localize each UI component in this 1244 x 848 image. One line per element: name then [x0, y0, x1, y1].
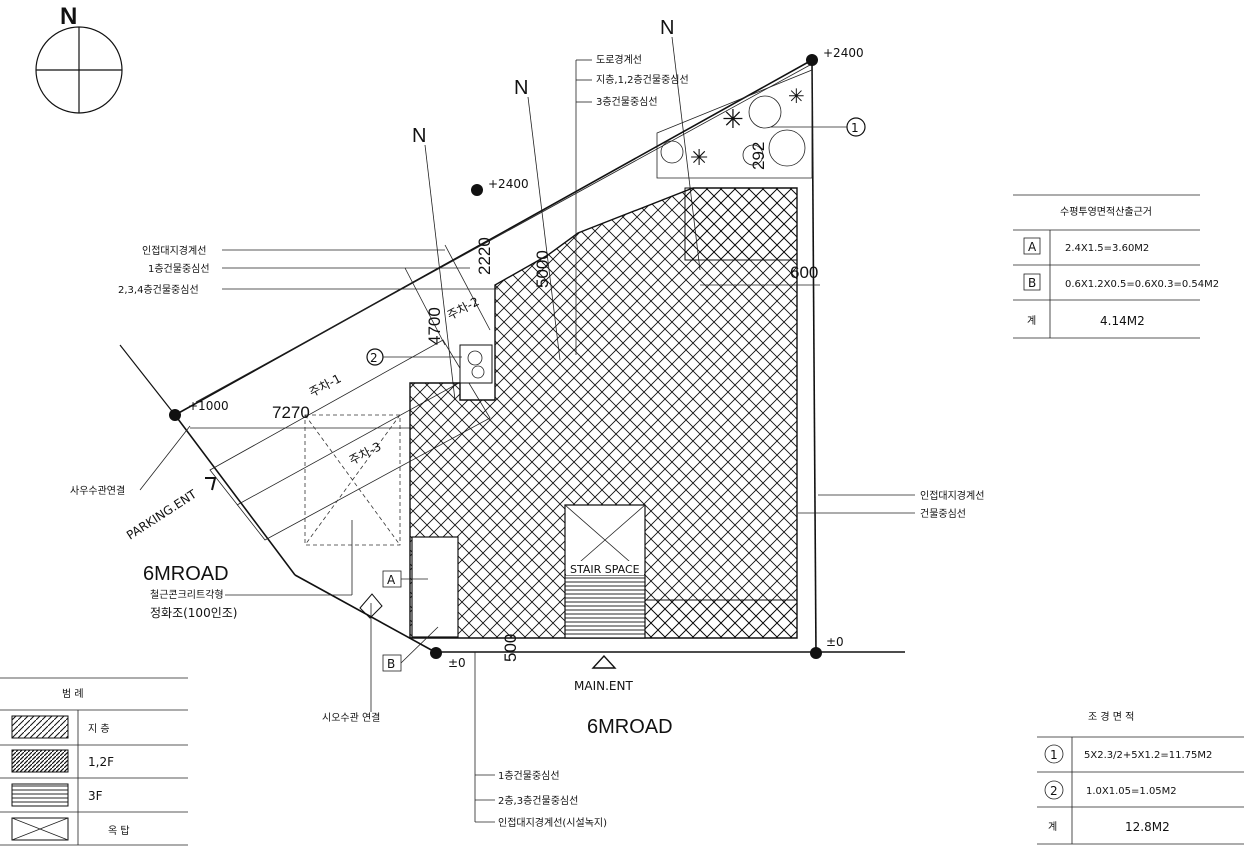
- stair-label: STAIR SPACE: [570, 563, 640, 576]
- elev-bottom-right: ±0: [826, 635, 844, 649]
- parking-ent-label: PARKING.ENT: [124, 487, 200, 543]
- callout-top-2: 지층,1,2층건물중심선: [596, 74, 689, 86]
- landscape-row-2-key: 2: [1050, 784, 1058, 798]
- callout-tank-1: 철근콘크리트각형: [150, 589, 224, 601]
- landscape-marker-2-group: 2: [366, 348, 462, 366]
- callout-bottom-3: 인접대지경계선(시설녹지): [498, 816, 607, 829]
- main-ent-label: MAIN.ENT: [574, 679, 633, 693]
- dim-500: 500: [501, 634, 520, 662]
- callout-right-2: 건물중심선: [920, 508, 966, 520]
- north-compass: N: [35, 3, 123, 114]
- callout-left-2: 1층건물중심선: [148, 263, 210, 275]
- landscape-total-key: 계: [1048, 821, 1057, 833]
- legend-swatch-12f: [11, 749, 69, 773]
- landscape-total-value: 12.8M2: [1125, 820, 1170, 834]
- callout-tank-2: 정화조(100인조): [150, 606, 237, 620]
- legend-swatch-3f: [11, 783, 69, 807]
- callout-top-1: 도로경계선: [596, 53, 642, 66]
- legend-label-12f: 1,2F: [88, 755, 114, 769]
- legend-swatch-basement: [11, 715, 69, 739]
- area-markers: A B: [382, 570, 439, 672]
- callout-top-3: 3층건물중심선: [596, 96, 658, 108]
- area-row-b-key: B: [1028, 276, 1036, 290]
- marker-a: A: [387, 573, 396, 587]
- callout-left-1: 인접대지경계선: [142, 244, 206, 257]
- elev-bottom-left: ±0: [448, 656, 466, 670]
- area-row-b-value: 0.6X1.2X0.5=0.6X0.3=0.54M2: [1065, 279, 1219, 290]
- legend-label-basement: 지 층: [88, 723, 110, 735]
- legend-label-rooftop: 옥 탑: [108, 825, 130, 837]
- building-footprint: STAIR SPACE: [409, 187, 798, 639]
- landscape-area-1: ✳ ✳ ✳ 1: [656, 69, 866, 179]
- landscape-table: 조 경 면 적 1 5X2.3/2+5X1.2=11.75M2 2 1.0X1.…: [1037, 710, 1244, 845]
- elev-left-edge: +1000: [188, 399, 229, 413]
- landscape-row-1-key: 1: [1050, 748, 1058, 762]
- area-row-a-value: 2.4X1.5=3.60M2: [1065, 243, 1149, 254]
- elevation-marks: +2400 +2400 +1000 ±0 ±0: [169, 46, 864, 670]
- parking-ent-arrow-icon: [205, 477, 217, 491]
- road-bottom-label: 6MROAD: [587, 716, 673, 738]
- landscape-row-1-value: 5X2.3/2+5X1.2=11.75M2: [1084, 750, 1212, 761]
- dim-292: 292: [749, 142, 768, 170]
- area-table: 수평투영면적산출근거 A 2.4X1.5=3.60M2 B 0.6X1.2X0.…: [1013, 194, 1219, 339]
- road-left-label: 6MROAD: [143, 563, 229, 585]
- landscape-row-2-value: 1.0X1.05=1.05M2: [1086, 786, 1177, 797]
- marker-b: B: [387, 657, 395, 671]
- area-total-key: 계: [1027, 315, 1036, 327]
- area-table-title: 수평투영면적산출근거: [1060, 206, 1152, 218]
- area-total-value: 4.14M2: [1100, 314, 1145, 328]
- elev-top-right: +2400: [823, 46, 864, 60]
- dim-600: 600: [790, 263, 818, 282]
- north-label: N: [60, 3, 77, 30]
- legend: 범 례 지 층 1,2F 3F 옥 탑: [0, 677, 188, 846]
- callout-bottom-2: 2층,3층건물중심선: [498, 795, 578, 807]
- landscape-marker-2: 2: [370, 351, 378, 365]
- site-boundary: [119, 59, 905, 656]
- elev-top-left: +2400: [488, 177, 529, 191]
- shrub-icon-3: ✳: [690, 146, 708, 171]
- area-row-a-key: A: [1028, 240, 1037, 254]
- legend-title: 범 례: [62, 688, 84, 700]
- parking-1-label: 주차-1: [307, 371, 344, 399]
- dim-4700: 4700: [425, 307, 444, 345]
- septic-tank-icon: [359, 593, 383, 619]
- callout-left-3: 2,3,4층건물중심선: [118, 284, 199, 296]
- leader-lines: [139, 59, 915, 823]
- dim-2220: 2220: [475, 237, 494, 275]
- landscape-table-title: 조 경 면 적: [1088, 710, 1134, 723]
- shrub-icon-2: ✳: [788, 84, 805, 108]
- north-label-1: N: [412, 125, 426, 147]
- callout-sewer-2: 시오수관 연결: [322, 712, 380, 724]
- callout-right-1: 인접대지경계선: [920, 489, 984, 502]
- dim-5000: 5000: [533, 250, 552, 288]
- north-label-2: N: [514, 77, 528, 99]
- north-label-3: N: [660, 17, 674, 39]
- parking-3-label: 주차-3: [347, 439, 384, 467]
- callout-texts: 도로경계선 지층,1,2층건물중심선 3층건물중심선 인접대지경계선 1층건물중…: [70, 53, 984, 829]
- legend-label-3f: 3F: [88, 789, 103, 803]
- shrub-icon-1: ✳: [722, 105, 744, 135]
- main-ent-arrow-icon: [591, 654, 617, 669]
- landscape-marker-1: 1: [851, 121, 859, 135]
- dim-7270: 7270: [272, 403, 310, 422]
- north-lines: N N N: [412, 17, 701, 401]
- callout-sewer: 사우수관연결: [70, 485, 125, 497]
- dimension-texts: 7270 2220 5000 4700 292 600 500: [272, 142, 820, 662]
- callout-bottom-1: 1층건물중심선: [498, 770, 560, 782]
- parking-2-label: 주차-2: [445, 294, 482, 322]
